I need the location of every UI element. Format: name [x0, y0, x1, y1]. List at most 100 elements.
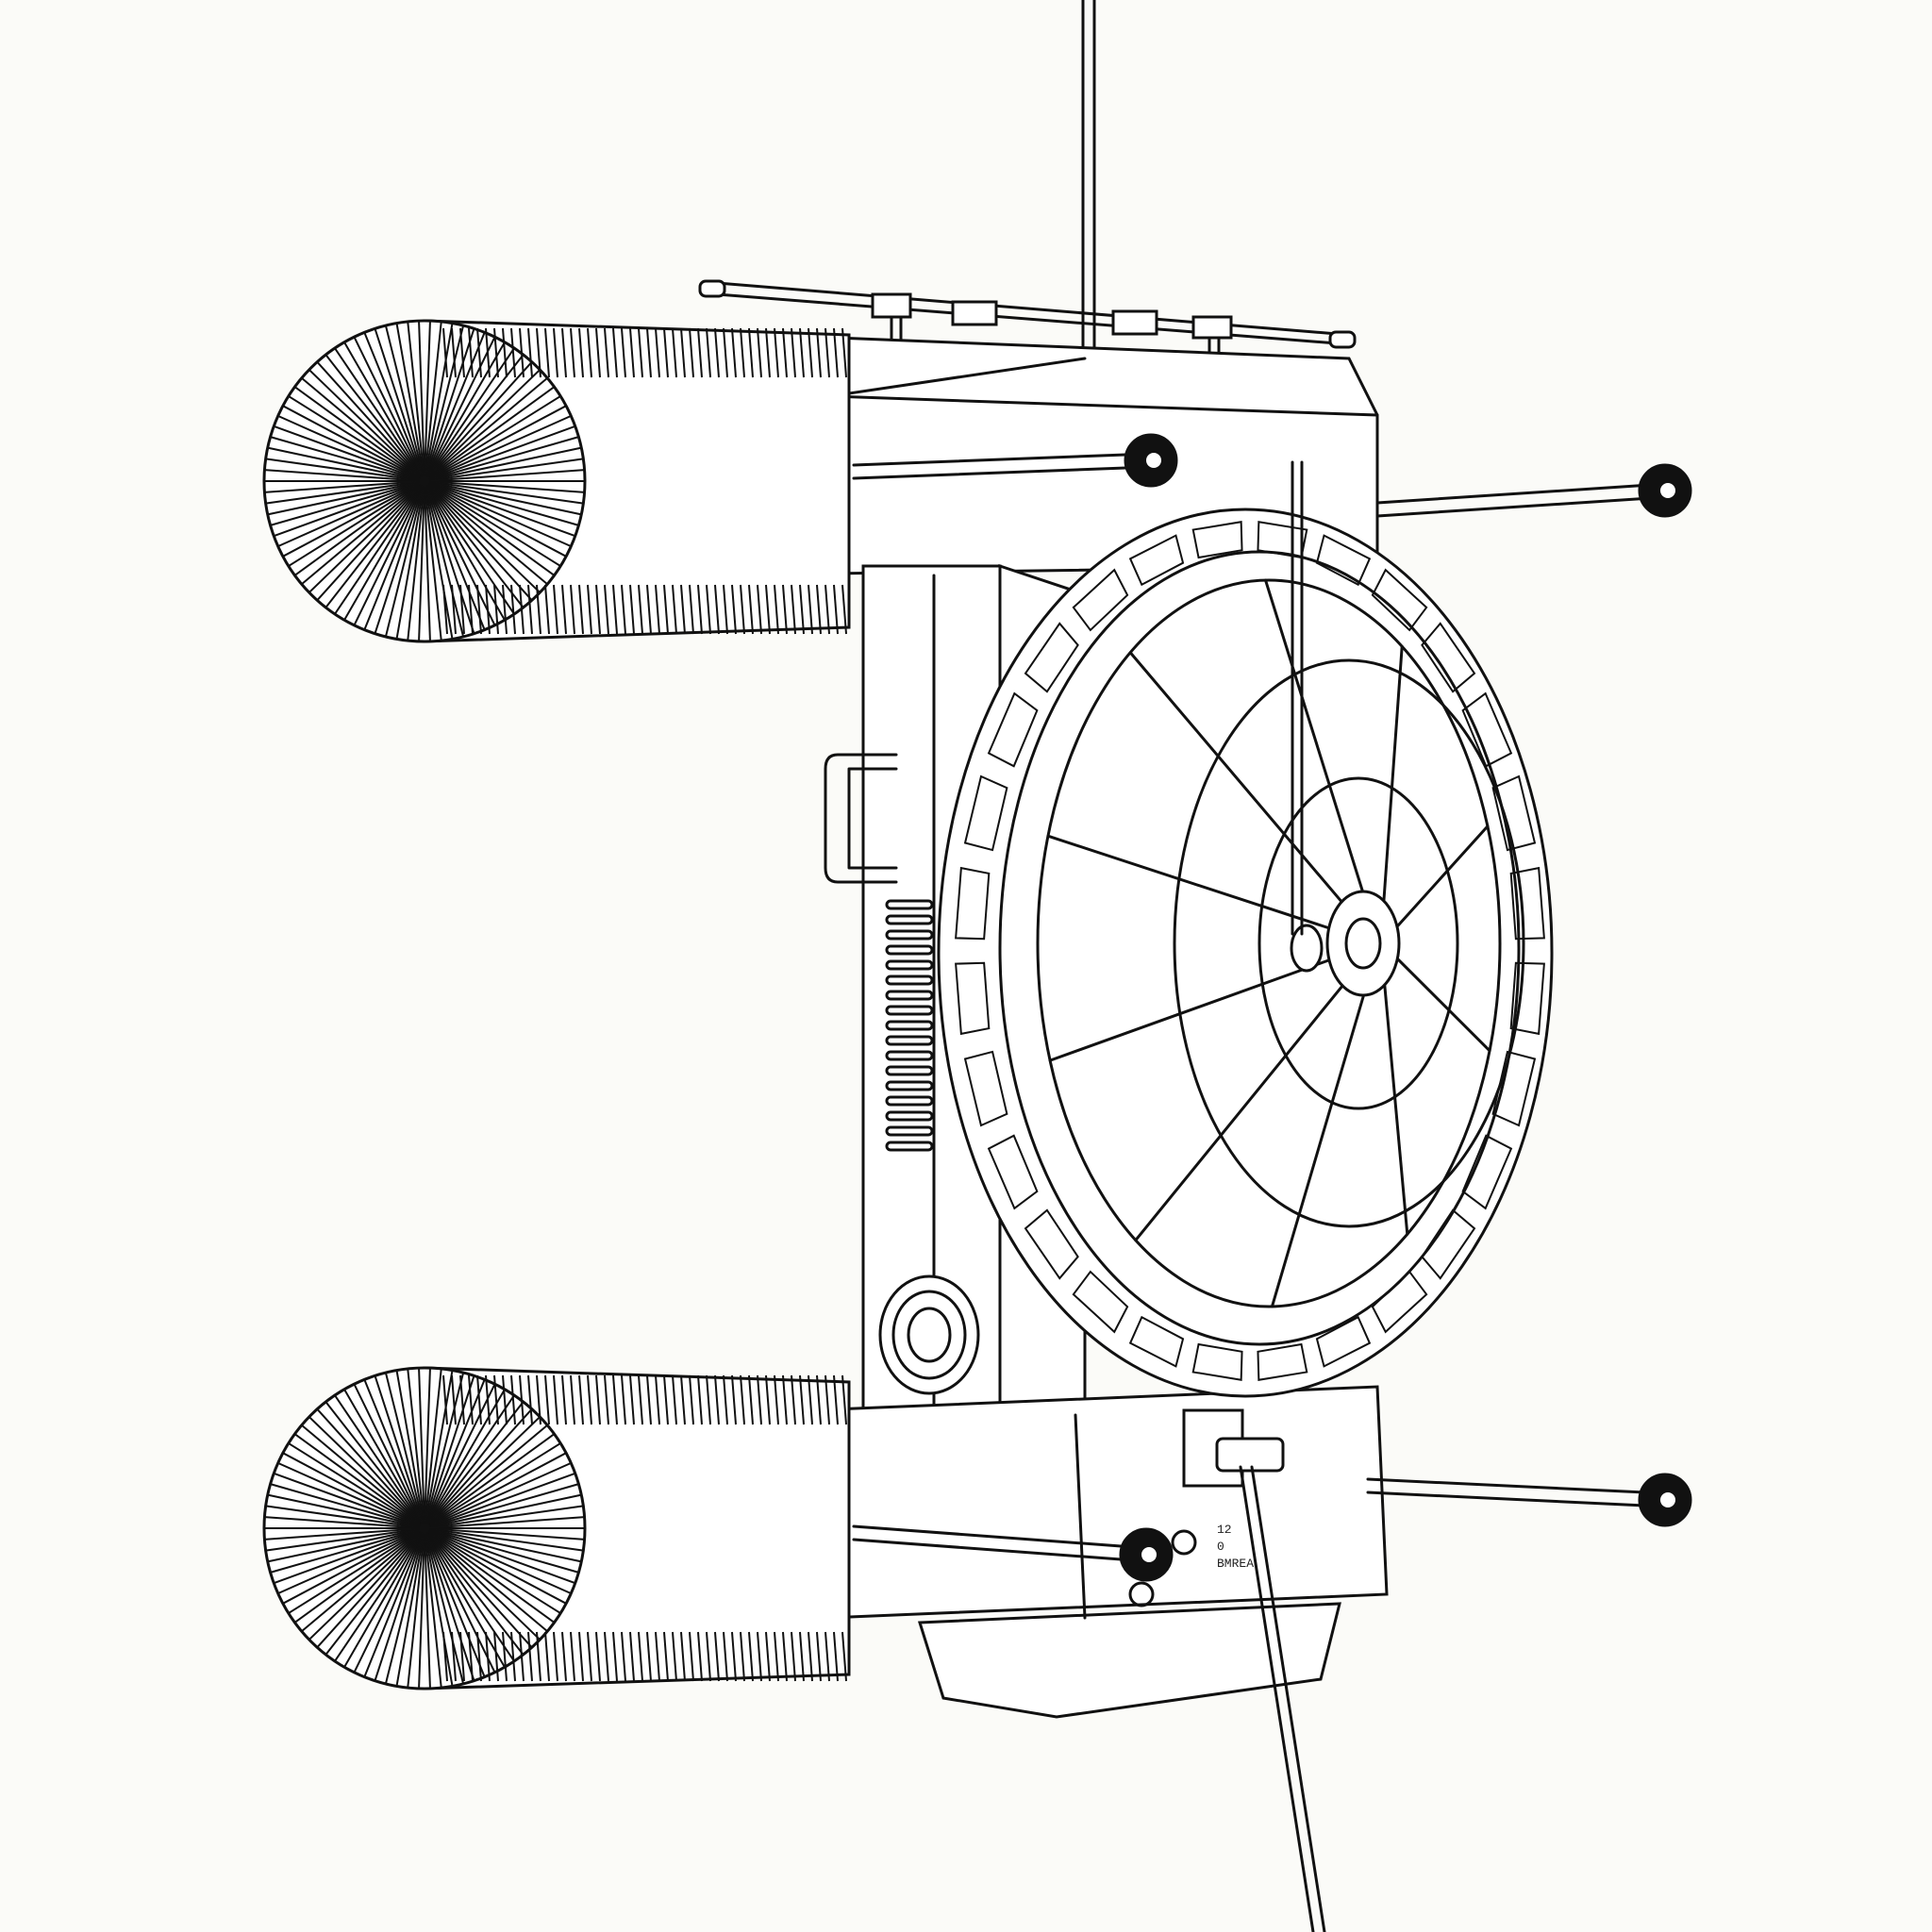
rim-cell — [1509, 961, 1545, 1036]
bristle — [424, 480, 431, 641]
panel-label-line-1: 12 — [1217, 1523, 1232, 1537]
bristle — [424, 369, 541, 482]
bristle — [424, 1368, 431, 1529]
bristle — [424, 328, 475, 482]
bristle — [363, 1527, 425, 1677]
bristle — [424, 1527, 475, 1681]
bristle — [424, 347, 515, 482]
upper-brush — [262, 319, 851, 643]
bristle — [424, 1416, 541, 1529]
bristle — [424, 480, 567, 558]
bristle — [277, 1461, 425, 1529]
rim-cell — [1371, 568, 1428, 632]
bristle — [424, 480, 572, 548]
rim-cell — [1072, 1270, 1129, 1334]
bristle — [325, 1401, 425, 1529]
vent-slot — [885, 1080, 934, 1091]
vent-slot — [885, 1141, 934, 1152]
bristle — [424, 1527, 572, 1595]
vent-slot — [885, 1095, 934, 1107]
bristle — [424, 332, 486, 482]
bristle — [270, 1527, 425, 1574]
bristle — [384, 325, 425, 482]
bristle — [293, 386, 425, 482]
vent-slot — [885, 899, 934, 910]
bristle — [374, 1527, 425, 1681]
bristle — [273, 1472, 425, 1529]
mounting-rods — [852, 433, 1692, 1582]
bristle — [424, 1389, 506, 1529]
bristle — [424, 1527, 582, 1563]
bristle — [424, 1516, 585, 1529]
rim-cell — [1315, 1315, 1372, 1368]
rim-cell — [1509, 866, 1545, 941]
bristle — [343, 1389, 425, 1529]
bristle — [424, 323, 454, 482]
bristle — [395, 480, 425, 640]
bristle — [424, 1527, 579, 1574]
bristle — [267, 1527, 425, 1563]
bristle — [424, 1527, 541, 1641]
bristle — [424, 405, 567, 482]
bristle — [384, 1527, 425, 1685]
panel-label: 12 0 BMREA — [1128, 1523, 1254, 1607]
rim-cell — [1315, 534, 1372, 587]
bristle — [301, 376, 425, 482]
bristle — [374, 480, 425, 634]
vent-slot — [885, 1005, 934, 1016]
bristle — [270, 480, 425, 526]
bristle — [424, 480, 541, 593]
bristle — [288, 395, 425, 482]
bristle — [353, 336, 425, 482]
bristle — [424, 1424, 548, 1529]
hanging-cable — [1081, 0, 1096, 417]
bristle — [424, 1527, 506, 1668]
bristle — [424, 1379, 486, 1529]
bristle — [424, 480, 496, 626]
bristle — [424, 1527, 431, 1689]
bristle — [424, 480, 584, 505]
bristle — [407, 480, 425, 641]
bristle — [288, 1442, 425, 1529]
bristle — [424, 1527, 465, 1685]
bristle — [424, 1527, 533, 1649]
bristle — [424, 480, 506, 621]
bristle — [424, 480, 486, 630]
bristle — [424, 386, 556, 482]
bristle — [273, 425, 425, 482]
bristle — [424, 1407, 533, 1529]
rim-cell — [955, 961, 991, 1036]
bristle — [424, 469, 585, 482]
bristle — [277, 1527, 425, 1595]
bristle — [424, 480, 556, 576]
wheel-spoke — [1046, 834, 1331, 930]
bristle — [343, 480, 425, 621]
bristle — [424, 425, 576, 482]
bristle — [424, 480, 515, 615]
bristle — [301, 1527, 425, 1633]
vent-slot — [885, 1035, 934, 1046]
vent-slot — [885, 1050, 934, 1061]
bristle — [363, 1379, 425, 1529]
bristle — [424, 436, 579, 482]
bristle — [424, 1372, 465, 1529]
small-fan — [878, 1274, 980, 1395]
bristle — [424, 1527, 556, 1624]
vent-slot — [885, 1065, 934, 1076]
bristle — [384, 480, 425, 638]
bristle — [308, 1416, 425, 1529]
bristle — [282, 405, 425, 482]
vent-slot — [885, 990, 934, 1001]
vent-slot — [885, 959, 934, 971]
bristle — [270, 436, 425, 482]
bristle — [418, 480, 425, 641]
bristle — [395, 1370, 425, 1529]
bristle — [334, 347, 425, 482]
bristle — [424, 480, 525, 608]
bristle — [308, 369, 425, 482]
bristle — [282, 1527, 425, 1605]
bristle — [407, 1527, 425, 1689]
bristle — [325, 354, 425, 482]
bristle — [424, 1527, 548, 1633]
bristle — [282, 1452, 425, 1529]
